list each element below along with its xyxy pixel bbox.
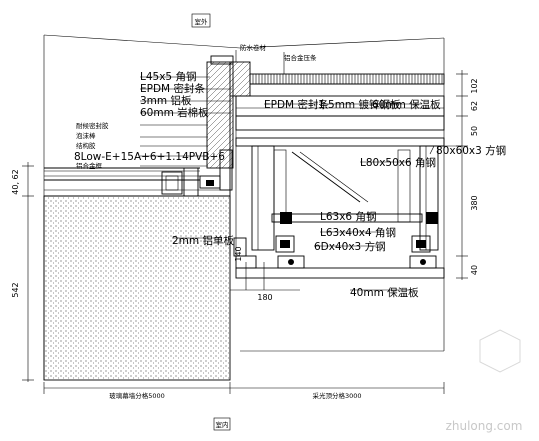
label-glass: 8Low-E+15A+6+1.14PVB+6 bbox=[74, 151, 225, 163]
label-alum-2mm: 2mm 铝单板 bbox=[172, 234, 234, 247]
note-3: 结构胶 bbox=[76, 141, 96, 150]
dim-bottom-span: 玻璃幕墙分格5000 采光顶分格3000 bbox=[43, 382, 445, 400]
label-panel-1-5: 1.5mm 镀锌钢板 bbox=[318, 98, 401, 111]
bottom-tag: 室内 bbox=[213, 417, 231, 431]
svg-text:zhulong.com: zhulong.com bbox=[446, 419, 523, 433]
label-angle-l80: L80x50x6 角钢 bbox=[360, 156, 436, 169]
insulation-strip bbox=[233, 237, 445, 279]
label-aluminum-3mm: 3mm 铝板 bbox=[140, 94, 192, 107]
label-roof-top: 防水卷材 bbox=[240, 43, 267, 52]
svg-text:室内: 室内 bbox=[216, 420, 229, 429]
leader-lines bbox=[140, 50, 462, 291]
concrete-slab bbox=[43, 195, 231, 381]
label-l45: L45x5 角钢 bbox=[140, 70, 196, 83]
label-roof-top2: 铝合金压条 bbox=[284, 53, 317, 62]
dim-bottom-local: 140 180 bbox=[230, 246, 300, 302]
top-tag: 室外 bbox=[191, 13, 211, 28]
cladding-column bbox=[206, 55, 251, 256]
svg-text:102: 102 bbox=[470, 78, 479, 93]
svg-text:40, 62: 40, 62 bbox=[11, 169, 20, 194]
label-epdm-top: EPDM 密封条 bbox=[140, 82, 205, 95]
svg-text:玻璃幕墙分格5000: 玻璃幕墙分格5000 bbox=[109, 391, 165, 400]
label-beam-80: 80x60x3 方钢 bbox=[436, 144, 506, 157]
svg-text:40: 40 bbox=[470, 265, 479, 275]
note-4: 铝合金框 bbox=[76, 161, 103, 170]
svg-text:50: 50 bbox=[470, 126, 479, 136]
label-steel-60mm: 60mm 岩棉板 bbox=[140, 106, 209, 119]
glass-unit bbox=[44, 167, 230, 197]
label-bar-6d: 6Dx40x3 方钢 bbox=[314, 240, 386, 253]
steel-frame bbox=[251, 145, 439, 269]
label-angle-l63-40: L63x40x4 角钢 bbox=[320, 226, 396, 239]
label-angle-l63-6: L63x6 角钢 bbox=[320, 210, 376, 223]
svg-text:180: 180 bbox=[257, 293, 272, 302]
watermark: zhulong.com bbox=[446, 329, 523, 433]
label-panel-60: 60mm 保温板 bbox=[372, 98, 441, 111]
note-2: 泡沫棒 bbox=[76, 131, 96, 140]
svg-text:室外: 室外 bbox=[195, 17, 209, 26]
note-1: 耐候密封胶 bbox=[76, 121, 109, 130]
svg-text:采光顶分格3000: 采光顶分格3000 bbox=[312, 391, 361, 400]
svg-text:140: 140 bbox=[234, 246, 243, 261]
aluminum-frame bbox=[161, 167, 221, 197]
labels: L45x5 角钢 EPDM 密封条 3mm 铝板 60mm 岩棉板 耐候密封胶 … bbox=[74, 43, 506, 299]
svg-text:380: 380 bbox=[470, 195, 479, 210]
svg-text:62: 62 bbox=[470, 101, 479, 111]
svg-text:542: 542 bbox=[11, 282, 20, 297]
dim-right: 102 62 50 380 40 bbox=[456, 70, 479, 280]
label-epdm-mid: EPDM 密封条 bbox=[264, 98, 329, 111]
boundary-line-top-left bbox=[43, 34, 241, 49]
roof-panel bbox=[235, 73, 445, 147]
boundary-line-top-right bbox=[239, 37, 445, 49]
label-insul-40: 40mm 保温板 bbox=[350, 286, 419, 299]
dim-left: 40, 62 542 bbox=[11, 162, 34, 382]
